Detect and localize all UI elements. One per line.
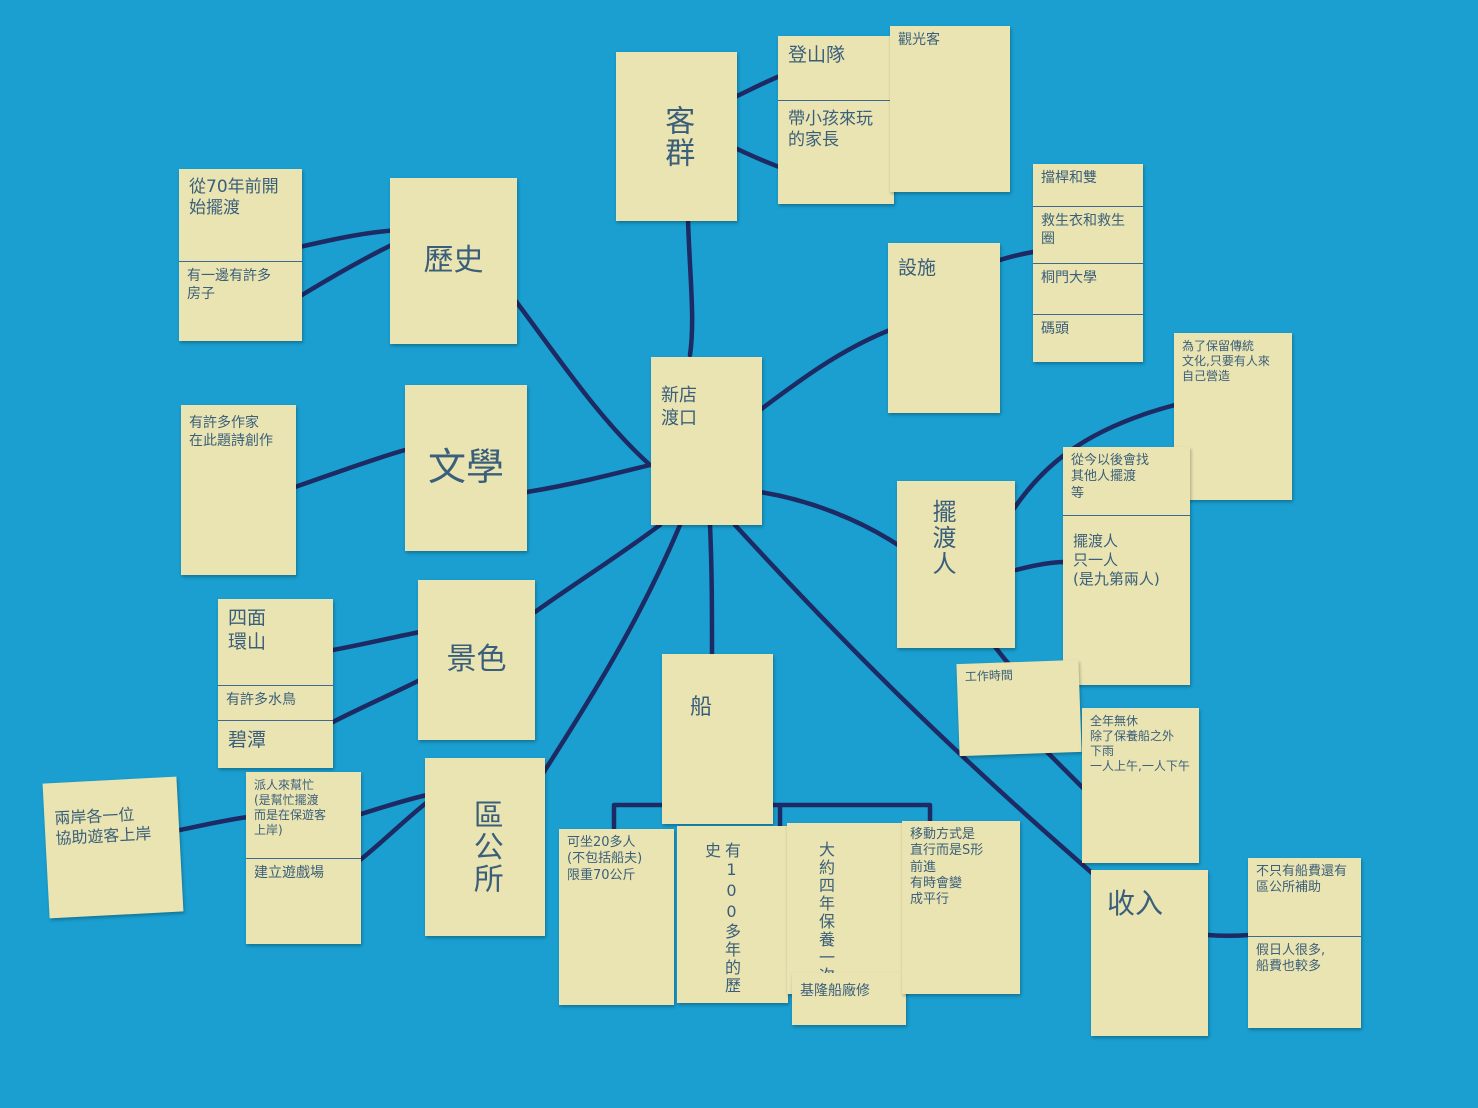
boat-maintenance-note: 大約四年保養一次 <box>787 823 904 994</box>
ferryman-hours: 工作時間 <box>964 668 1014 684</box>
link-scenery-mountains <box>330 629 423 653</box>
link-facilities-items <box>997 249 1036 263</box>
history-topic-note: 歷史 <box>390 178 517 344</box>
history-start-section: 從70年前開 始擺渡 <box>179 169 302 262</box>
link-customers-group2 <box>732 145 785 171</box>
boat-topic: 船 <box>690 695 713 720</box>
link-center-scenery <box>532 522 663 615</box>
scenery-pool: 碧潭 <box>228 729 267 751</box>
income-topic: 收入 <box>1107 887 1164 920</box>
history-card: 從70年前開 始擺渡 有一邊有許多 房子 <box>179 169 302 341</box>
ferryman-hours-note: 工作時間 <box>956 659 1082 757</box>
boat-century: 有100多年的歷史 <box>702 842 741 995</box>
ferryman-schedule-note: 全年無休 除了保養船之外 下雨 一人上午,一人下午 <box>1082 708 1199 863</box>
ferryman-count: 擺渡人 只一人 (是九第兩人) <box>1073 532 1160 588</box>
scenery-mountains: 四面 環山 <box>228 607 267 653</box>
both-banks-note: 兩岸各一位 協助遊客上岸 <box>42 776 184 919</box>
link-ferryman-count <box>1013 559 1068 573</box>
link-literature-writers <box>292 447 408 490</box>
facilities-topic: 設施 <box>898 257 937 279</box>
boat-capacity: 可坐20多人 (不包括船夫) 限重70公斤 <box>567 835 643 883</box>
history-start: 從70年前開 始擺渡 <box>189 177 279 219</box>
customers-group2: 帶小孩來玩 的家長 <box>788 109 873 151</box>
income-holiday: 假日人很多, 船費也較多 <box>1256 943 1326 975</box>
literature-topic-note: 文學 <box>405 385 527 551</box>
link-center-facilities <box>757 327 893 413</box>
link-district-staff <box>355 792 430 818</box>
boat-repair: 基隆船廠修 <box>800 983 870 999</box>
district-lifeguard: 建立遊戲場 <box>254 865 324 881</box>
customers-group3: 觀光客 <box>898 32 940 48</box>
history-shops: 有一邊有許多 房子 <box>187 268 271 302</box>
ferryman-topic-note: 擺渡人 <box>897 481 1015 648</box>
boat-move: 移動方式是 直行而是S形 前進 有時會變 成平行 <box>910 827 984 907</box>
customers-topic-note: 客群 <box>616 52 737 221</box>
link-history-start <box>292 227 403 251</box>
link-income-items <box>1205 932 1253 938</box>
ferryman-topic: 擺渡人 <box>928 499 956 577</box>
literature-writers: 有許多作家 在此題詩創作 <box>189 415 273 449</box>
literature-topic: 文學 <box>427 445 504 490</box>
scenery-topic: 景色 <box>446 642 507 678</box>
ferryman-others-section: 從今以後會找 其他人擺渡 等 <box>1063 447 1190 516</box>
scenery-mountains-section: 四面 環山 <box>218 599 333 686</box>
district-staff: 派人來幫忙 (是幫忙擺渡 而是在保遊客 上岸) <box>254 778 327 837</box>
district-staff-section: 派人來幫忙 (是幫忙擺渡 而是在保遊客 上岸) <box>246 772 361 859</box>
ferryman-schedule: 全年無休 除了保養船之外 下雨 一人上午,一人下午 <box>1090 714 1190 773</box>
boat-topic-note: 船 <box>662 654 773 824</box>
district-topic: 區公所 <box>467 799 503 895</box>
facility-item-3: 桐門大學 <box>1033 264 1143 315</box>
income-subsidy-section: 不只有船費還有 區公所補助 <box>1248 858 1361 937</box>
center-label: 新店 渡口 <box>661 385 697 429</box>
scenery-topic-note: 景色 <box>418 580 535 740</box>
link-center-literature <box>524 462 653 495</box>
facility-item-4: 碼頭 <box>1041 321 1069 337</box>
customers-group1-section: 登山隊 <box>778 36 894 101</box>
scenery-birds: 有許多水鳥 <box>226 692 296 708</box>
scenery-card: 四面 環山 有許多水鳥 碧潭 <box>218 599 333 768</box>
income-topic-note: 收入 <box>1091 870 1208 1036</box>
link-district-lifeguard <box>357 797 433 863</box>
income-card: 不只有船費還有 區公所補助 假日人很多, 船費也較多 <box>1248 858 1361 1028</box>
income-subsidy: 不只有船費還有 區公所補助 <box>1256 864 1348 896</box>
facility-item-2: 救生衣和救生 圈 <box>1033 207 1143 264</box>
link-scenery-birds <box>330 677 423 725</box>
customers-group1: 登山隊 <box>788 44 846 66</box>
link-center-history <box>512 297 653 468</box>
boat-century-note: 有100多年的歷史 <box>677 826 788 1003</box>
boat-repair-note: 基隆船廠修 <box>792 973 906 1025</box>
boat-maintenance: 大約四年保養一次 <box>816 841 835 985</box>
facilities-topic-note: 設施 <box>888 243 1000 413</box>
scenery-birds-section: 有許多水鳥 <box>218 686 333 721</box>
facilities-card: 擋桿和雙 救生衣和救生 圈 桐門大學 碼頭 <box>1033 164 1143 362</box>
link-center-income <box>732 522 1103 883</box>
link-bothbanks-staff <box>177 814 251 833</box>
ferryman-preserve-note: 為了保留傳統 文化,只要有人來 自己營造 <box>1174 333 1292 500</box>
link-center-boat <box>707 522 715 658</box>
facility-item-1: 擋桿和雙 <box>1033 164 1143 207</box>
link-center-customers <box>685 217 695 358</box>
literature-writers-note: 有許多作家 在此題詩創作 <box>181 405 296 575</box>
link-customers-group1 <box>732 73 783 100</box>
district-card: 派人來幫忙 (是幫忙擺渡 而是在保遊客 上岸) 建立遊戲場 <box>246 772 361 944</box>
boat-capacity-note: 可坐20多人 (不包括船夫) 限重70公斤 <box>559 829 674 1005</box>
link-center-ferryman <box>757 489 901 548</box>
link-center-district <box>537 522 683 781</box>
district-topic-note: 區公所 <box>425 758 545 936</box>
ferryman-others: 從今以後會找 其他人擺渡 等 <box>1071 453 1150 501</box>
ferryman-card: 從今以後會找 其他人擺渡 等 擺渡人 只一人 (是九第兩人) <box>1063 447 1190 685</box>
history-topic: 歷史 <box>423 243 484 279</box>
center-note: 新店 渡口 <box>651 357 762 525</box>
ferryman-preserve: 為了保留傳統 文化,只要有人來 自己營造 <box>1182 339 1270 383</box>
customers-group3-note: 觀光客 <box>890 26 1010 192</box>
both-banks: 兩岸各一位 協助遊客上岸 <box>53 804 152 848</box>
link-history-shops <box>299 237 405 298</box>
customers-card: 登山隊 帶小孩來玩 的家長 <box>778 36 894 204</box>
boat-move-note: 移動方式是 直行而是S形 前進 有時會變 成平行 <box>902 821 1020 994</box>
customers-topic: 客群 <box>659 104 695 169</box>
